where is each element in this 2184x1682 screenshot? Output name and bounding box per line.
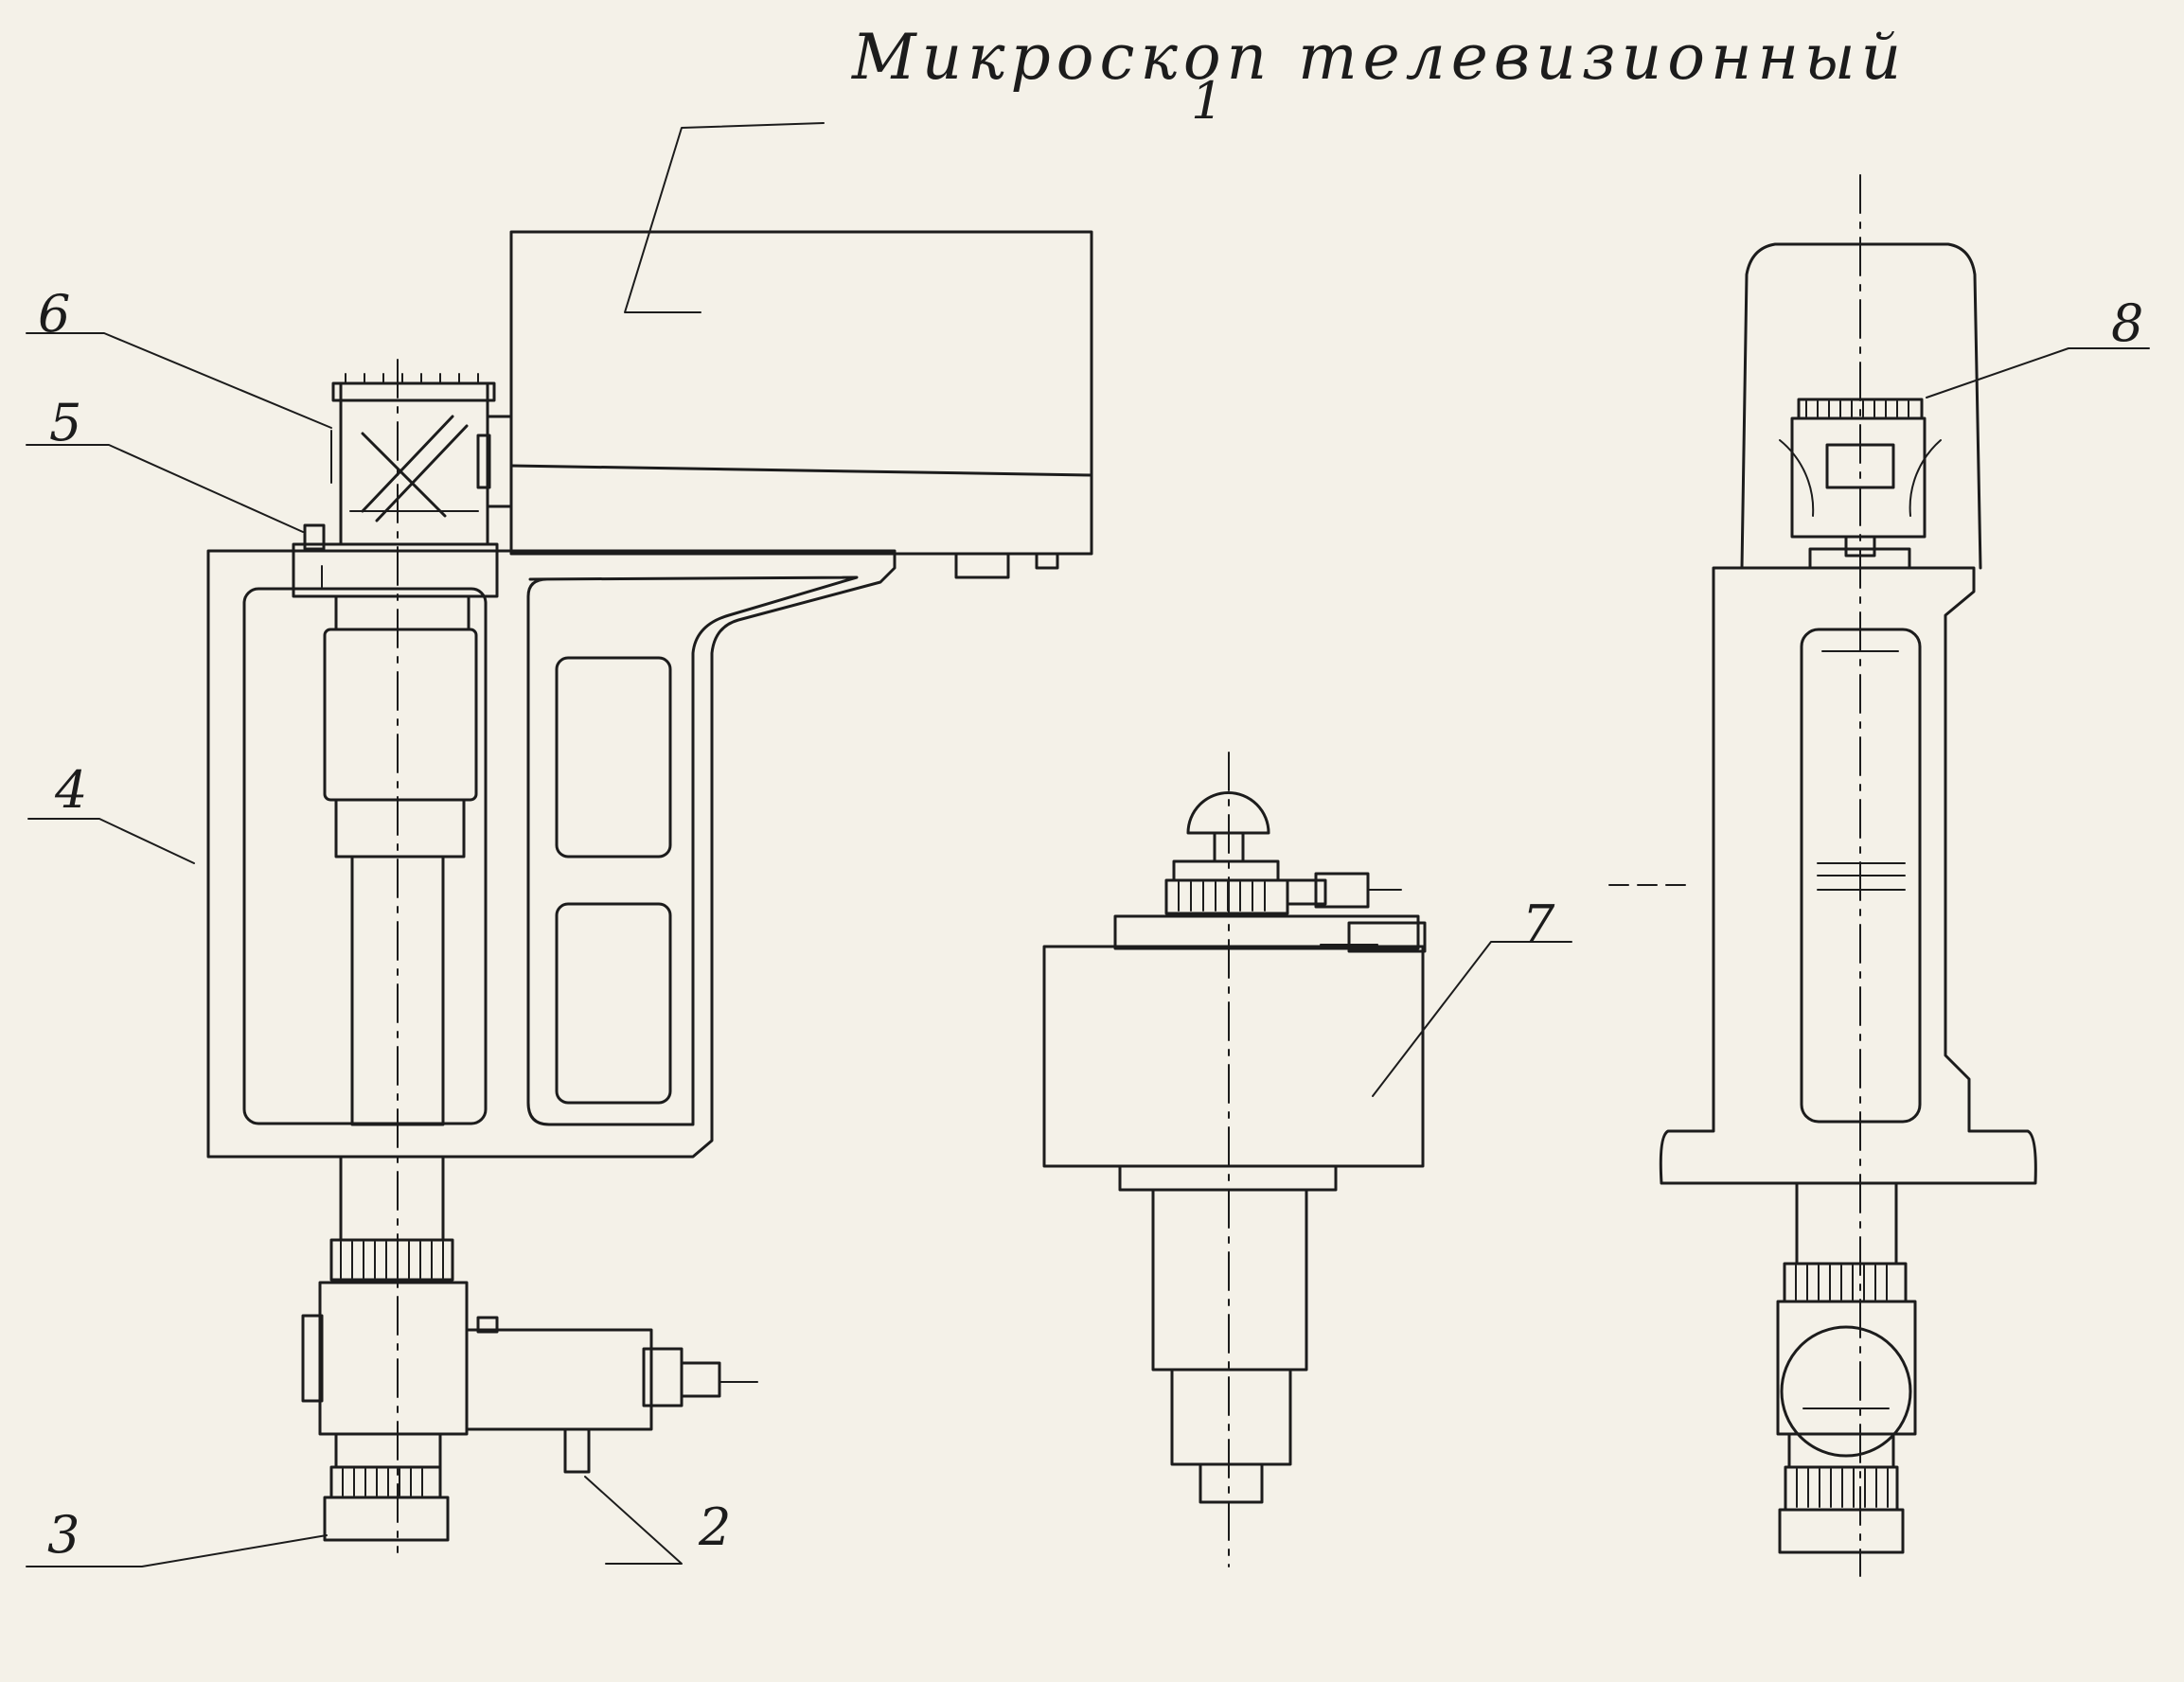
leader-8 bbox=[1927, 348, 2149, 398]
leader-6 bbox=[27, 333, 331, 428]
callout-1: 1 bbox=[1191, 71, 1224, 131]
callout-8: 8 bbox=[2111, 293, 2144, 353]
leader-3 bbox=[27, 1535, 327, 1567]
callout-7: 7 bbox=[1522, 894, 1555, 954]
leader-2 bbox=[585, 1477, 682, 1564]
leader-lines bbox=[27, 123, 2149, 1567]
leader-5 bbox=[27, 445, 303, 532]
leader-7 bbox=[1373, 942, 1571, 1096]
main-frame bbox=[208, 551, 895, 1157]
callout-4: 4 bbox=[55, 760, 88, 820]
side-view bbox=[208, 232, 1092, 1552]
callout-6: 6 bbox=[38, 284, 71, 344]
leader-4 bbox=[28, 819, 194, 863]
camera-housing bbox=[511, 232, 1092, 577]
tube-assembly bbox=[325, 360, 476, 1552]
callout-5: 5 bbox=[49, 393, 82, 452]
prism-head bbox=[293, 374, 511, 596]
leader-1 bbox=[625, 123, 824, 312]
callout-3: 3 bbox=[47, 1505, 80, 1565]
callout-2: 2 bbox=[699, 1497, 732, 1557]
front-view bbox=[1609, 175, 2035, 1576]
focus-assembly bbox=[303, 1157, 757, 1540]
top-view bbox=[1044, 752, 1425, 1567]
